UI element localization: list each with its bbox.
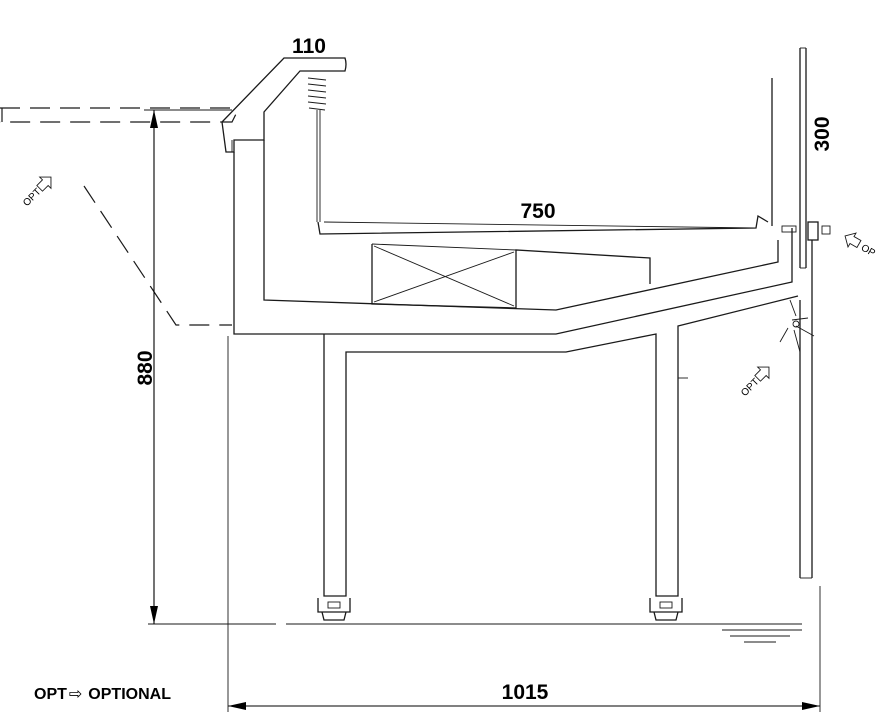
svg-text:OPT: OPT bbox=[21, 187, 43, 209]
floor bbox=[148, 623, 802, 643]
svg-text:OPT: OPT bbox=[739, 377, 761, 399]
width-label: 1015 bbox=[502, 681, 549, 704]
spring-coil bbox=[307, 77, 327, 222]
support-frame bbox=[317, 295, 799, 621]
svg-text:OP: OP bbox=[859, 243, 877, 260]
top-hood bbox=[221, 57, 347, 153]
lamp-light bbox=[779, 299, 815, 353]
optional-front-marker: OP bbox=[844, 232, 877, 260]
front-glass bbox=[771, 47, 831, 579]
optional-bottom-marker: OPT bbox=[739, 366, 770, 399]
legend-abbr: OPT bbox=[34, 686, 67, 703]
legend-text: OPTIONAL bbox=[88, 686, 171, 703]
optional-swing-line bbox=[83, 185, 232, 326]
glass-height-label: 300 bbox=[811, 116, 834, 151]
optional-rear-shelf bbox=[0, 107, 237, 123]
height-label: 880 bbox=[134, 350, 157, 385]
optional-rear-marker: OPT bbox=[21, 176, 52, 209]
dimension-width: 1015 bbox=[227, 336, 821, 712]
dimension-height: 880 bbox=[134, 109, 232, 624]
legend: OPT⇨ OPTIONAL bbox=[34, 684, 171, 704]
cabinet-body bbox=[233, 140, 793, 335]
top-width-label: 110 bbox=[292, 35, 326, 58]
arrow-right-icon: ⇨ bbox=[68, 686, 83, 703]
depth-label: 750 bbox=[520, 200, 555, 223]
